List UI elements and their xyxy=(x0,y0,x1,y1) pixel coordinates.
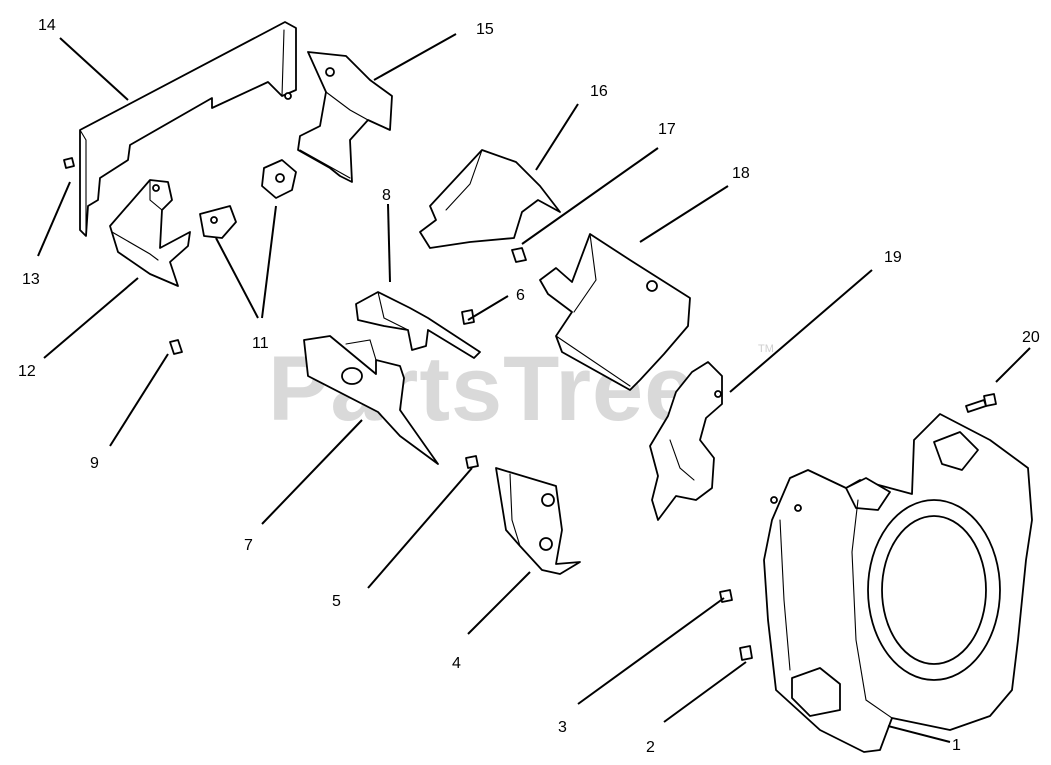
leader-19 xyxy=(729,269,873,393)
part-8-bracket xyxy=(355,291,481,359)
part-5-bolt xyxy=(465,455,479,469)
callout-18: 18 xyxy=(732,165,750,182)
leader-15 xyxy=(373,33,457,81)
leader-lines xyxy=(37,33,1031,743)
callout-20: 20 xyxy=(1022,329,1040,346)
part-7-baffle xyxy=(303,335,439,465)
callout-13: 13 xyxy=(22,271,40,288)
callout-2: 2 xyxy=(646,739,655,756)
leader-17 xyxy=(521,147,659,245)
leader-14 xyxy=(59,37,129,101)
callout-8: 8 xyxy=(382,187,391,204)
callout-4: 4 xyxy=(452,655,461,672)
part-17-bolt xyxy=(511,247,527,263)
leader-20 xyxy=(995,347,1031,383)
callout-numbers: 1 2 3 4 5 6 7 8 9 11 12 13 14 15 16 17 1… xyxy=(18,17,1040,756)
part-14-bracket xyxy=(79,21,297,237)
part-16-shroud xyxy=(419,149,561,249)
callout-1: 1 xyxy=(952,737,961,754)
leader-4 xyxy=(467,571,531,635)
leader-1 xyxy=(887,725,951,743)
callout-11: 11 xyxy=(252,335,269,352)
part-15-bracket xyxy=(297,51,393,183)
part-2-bolt xyxy=(739,645,753,661)
leader-12 xyxy=(43,277,139,359)
part-11-plates xyxy=(199,159,297,239)
part-18-shroud xyxy=(539,233,691,391)
part-4-bracket xyxy=(495,467,581,575)
leader-6 xyxy=(467,295,509,321)
callout-17: 17 xyxy=(658,121,676,138)
leader-5 xyxy=(367,467,473,589)
part-20-bolt xyxy=(965,393,997,413)
watermark-trademark: TM xyxy=(758,343,774,355)
leader-9 xyxy=(109,353,169,447)
part-1-blower-housing xyxy=(763,413,1033,753)
callout-16: 16 xyxy=(590,83,608,100)
leader-8 xyxy=(387,203,391,283)
callout-15: 15 xyxy=(476,21,494,38)
part-13-bolt xyxy=(63,157,75,169)
part-12-bracket xyxy=(109,179,191,287)
part-6-bolt xyxy=(461,309,475,325)
callout-6: 6 xyxy=(516,287,525,304)
callout-5: 5 xyxy=(332,593,341,610)
callout-12: 12 xyxy=(18,363,36,380)
leader-3 xyxy=(577,597,725,705)
leader-11b xyxy=(261,205,277,319)
leader-2 xyxy=(663,661,747,723)
leader-18 xyxy=(639,185,729,243)
callout-3: 3 xyxy=(558,719,567,736)
leader-7 xyxy=(261,419,363,525)
callout-7: 7 xyxy=(244,537,253,554)
leader-16 xyxy=(535,103,579,171)
callout-19: 19 xyxy=(884,249,902,266)
callout-14: 14 xyxy=(38,17,56,34)
leader-11a xyxy=(215,237,259,319)
callout-9: 9 xyxy=(90,455,99,472)
leader-13 xyxy=(37,181,71,257)
part-9-bolt xyxy=(169,339,183,355)
part-19-bracket xyxy=(649,361,723,521)
